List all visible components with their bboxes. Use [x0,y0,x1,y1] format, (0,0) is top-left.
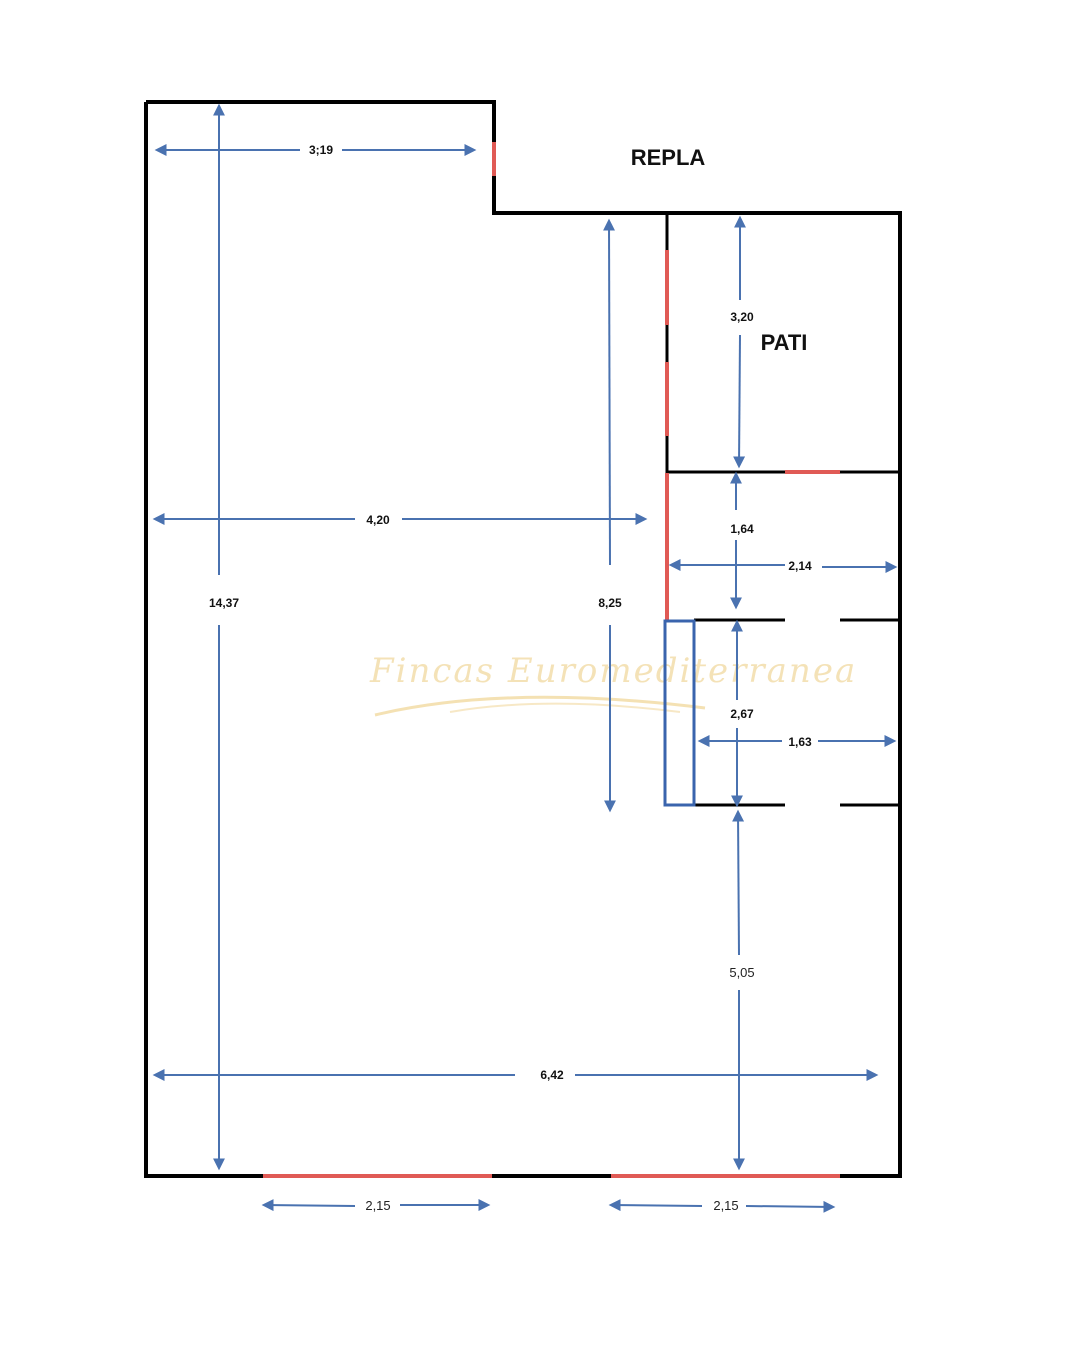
column [663,619,696,807]
exterior-walls [144,100,902,1178]
dim-lower-depth: 5,05 [729,965,754,980]
dim-main-width: 4,20 [366,513,390,527]
dim-corridor-width: 2,14 [788,559,812,573]
dimension-lines [152,103,898,1213]
dim-total-depth: 14,37 [209,596,239,610]
dim-pati-depth: 3,20 [730,310,754,324]
dim-main-depth: 8,25 [598,596,622,610]
dim-window-right: 2,15 [713,1198,738,1213]
dim-bath-width: 1,63 [788,735,812,749]
watermark-logo: Fincas Euromediterranea [369,651,857,717]
dim-top-width: 3;19 [309,143,333,157]
room-label-pati: PATI [761,330,808,355]
openings [263,142,840,1178]
dim-corridor-depth: 1,64 [730,522,754,536]
watermark-text: Fincas Euromediterranea [369,651,857,691]
dim-window-left: 2,15 [365,1198,390,1213]
dim-total-width: 6,42 [540,1068,564,1082]
room-label-repla: REPLA [631,145,706,170]
dim-bath-depth: 2,67 [730,707,754,721]
interior-walls [665,213,900,807]
dimension-labels: 3;19 14,37 4,20 8,25 3,20 1,64 2,14 2,67… [209,143,812,1213]
